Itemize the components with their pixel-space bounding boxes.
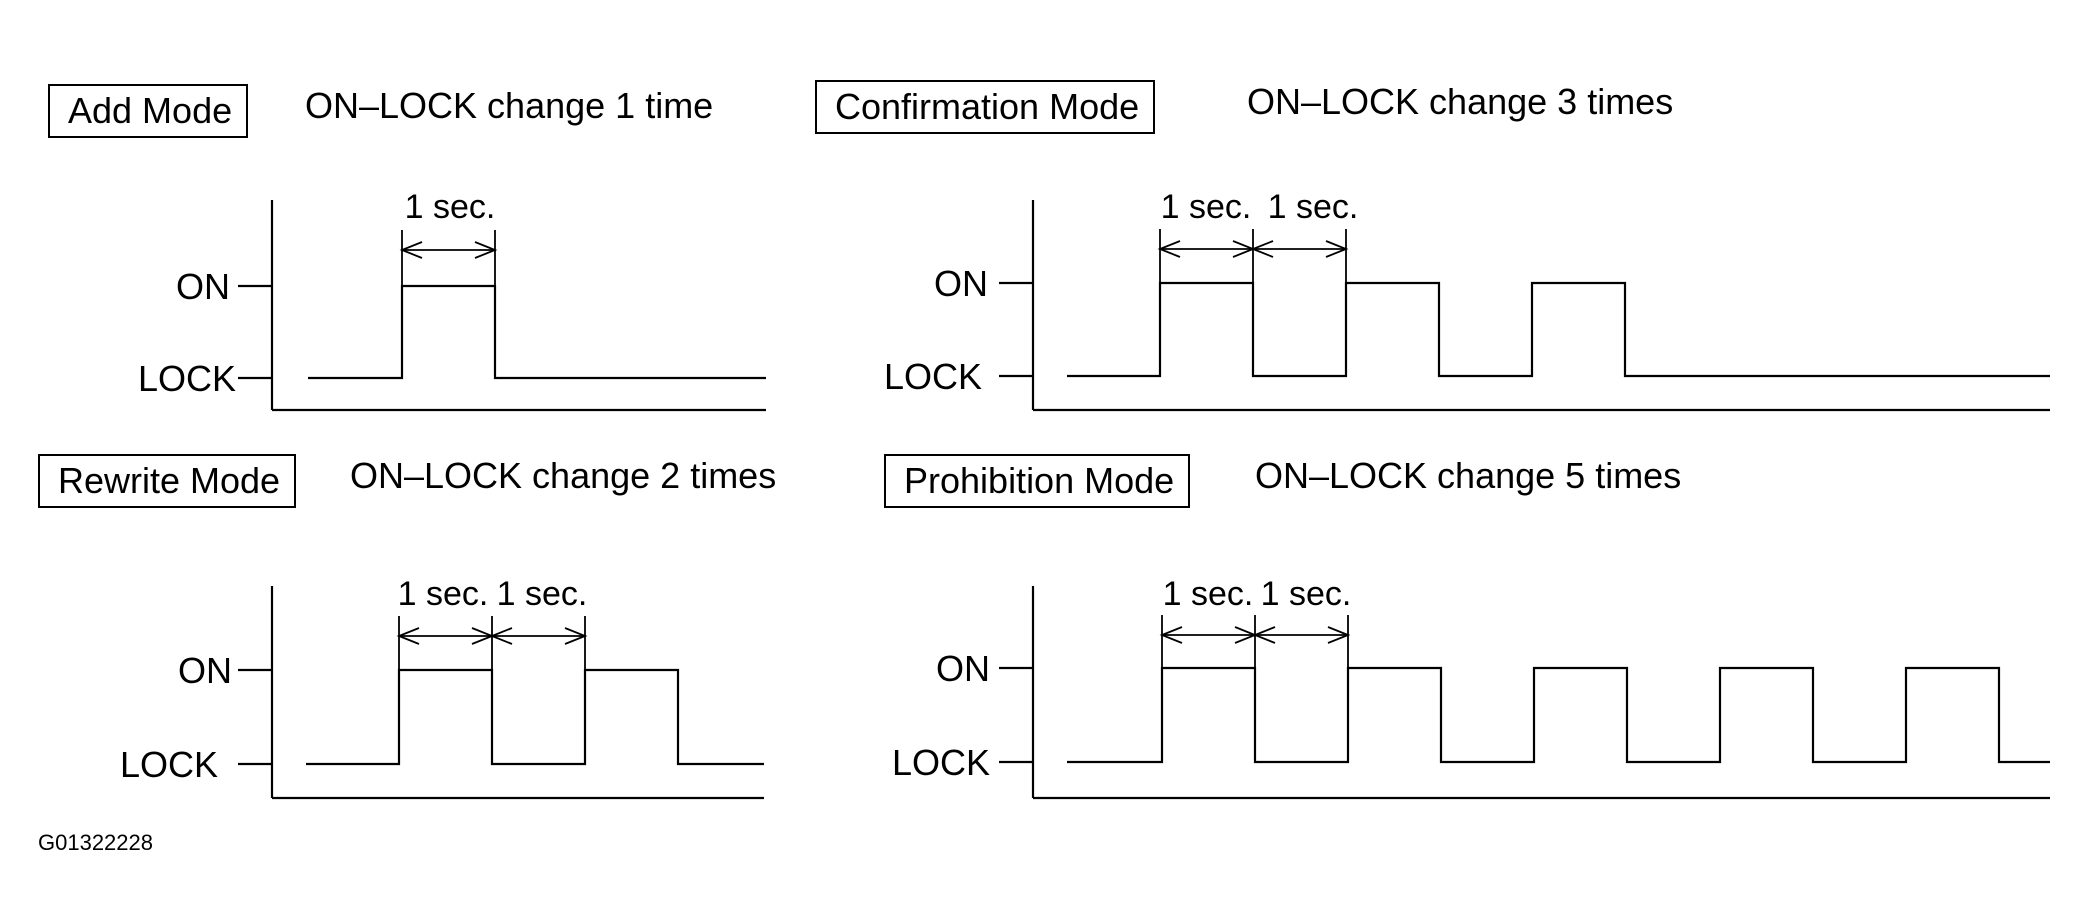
arrow-head-right (1325, 240, 1349, 258)
interval-duration-label: 1 sec. (1163, 575, 1254, 613)
rewrite-mode-label: Rewrite Mode (58, 460, 281, 501)
arrow-head-right (564, 627, 588, 645)
lock-level-label: LOCK (884, 356, 982, 397)
on-level-label: ON (936, 648, 990, 689)
interval-duration-label: 1 sec. (497, 575, 588, 613)
arrow-head-left (1252, 626, 1276, 644)
rewrite-mode-box: Rewrite Mode (38, 454, 297, 508)
prohibition-mode-box: Prohibition Mode (884, 454, 1191, 508)
prohibition-mode-description: ON–LOCK change 5 times (1255, 455, 1682, 496)
signal-waveform (1067, 666, 2050, 764)
arrow-head-left (1250, 240, 1274, 258)
signal-waveform (1067, 281, 2050, 378)
arrow-head-left (399, 241, 423, 259)
interval-duration-label: 1 sec. (398, 575, 489, 613)
on-level-label: ON (176, 266, 230, 307)
interval-duration-label: 1 sec. (1161, 188, 1252, 226)
confirmation-mode-label: Confirmation Mode (835, 86, 1140, 127)
on-level-label: ON (178, 650, 232, 691)
lock-level-label: LOCK (892, 742, 990, 783)
add-mode-description: ON–LOCK change 1 time (305, 85, 714, 126)
arrow-head-left (489, 627, 513, 645)
confirmation-mode-description: ON–LOCK change 3 times (1247, 81, 1674, 122)
confirmation-mode-box: Confirmation Mode (815, 80, 1156, 134)
arrow-head-left (1159, 626, 1183, 644)
signal-waveform (306, 668, 764, 766)
arrow-head-right (1327, 626, 1351, 644)
interval-duration-label: 1 sec. (1268, 188, 1359, 226)
arrow-head-left (1157, 240, 1181, 258)
arrow-head-left (396, 627, 420, 645)
on-level-label: ON (934, 263, 988, 304)
add-mode-box: Add Mode (48, 84, 249, 138)
interval-duration-label: 1 sec. (1261, 575, 1352, 613)
interval-duration-label: 1 sec. (405, 188, 496, 226)
arrow-head-right (474, 241, 498, 259)
prohibition-mode-label: Prohibition Mode (904, 460, 1175, 501)
add-mode-label: Add Mode (68, 90, 233, 131)
rewrite-mode-description: ON–LOCK change 2 times (350, 455, 777, 496)
lock-level-label: LOCK (138, 358, 236, 399)
lock-level-label: LOCK (120, 744, 218, 785)
signal-waveform (308, 284, 766, 380)
figure-id: G01322228 (38, 830, 153, 855)
